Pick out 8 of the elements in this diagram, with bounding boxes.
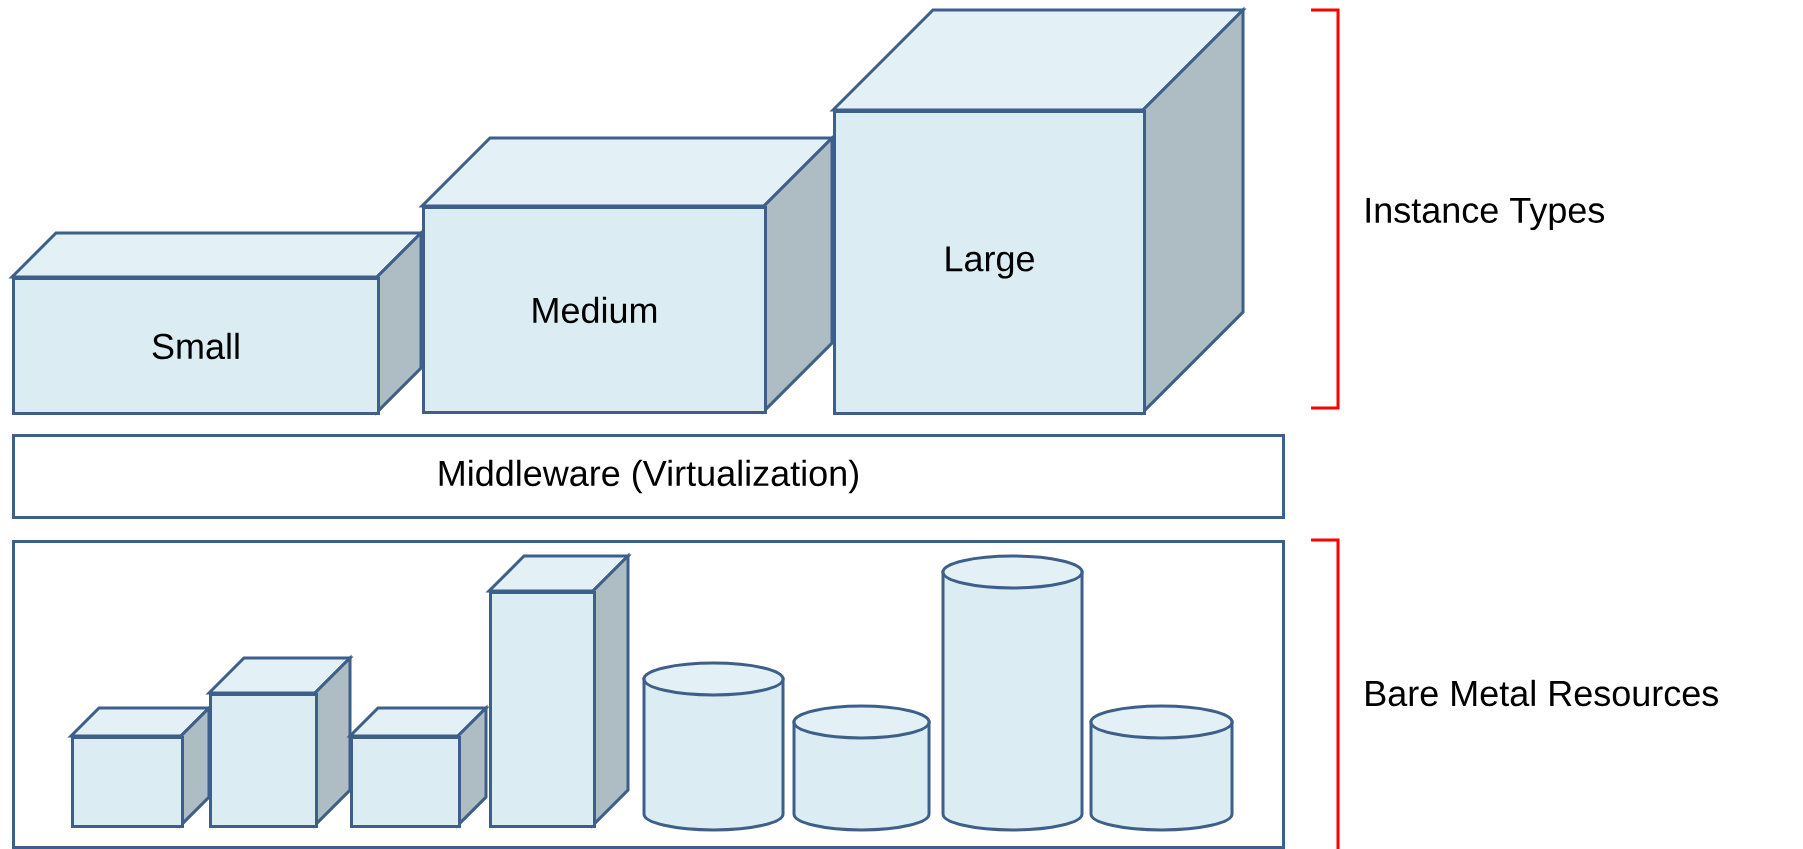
cylinder-drawing (792, 704, 931, 832)
cylinder-drawing (1089, 704, 1234, 832)
layer-box: Middleware (Virtualization) (12, 434, 1285, 519)
cylinder-drawing (642, 661, 785, 832)
bracket-label: Instance Types (1366, 197, 1605, 231)
bracket-label: Bare Metal Resources (1366, 679, 1718, 707)
container-box (12, 540, 1285, 849)
cylinder-drawing (941, 554, 1084, 832)
